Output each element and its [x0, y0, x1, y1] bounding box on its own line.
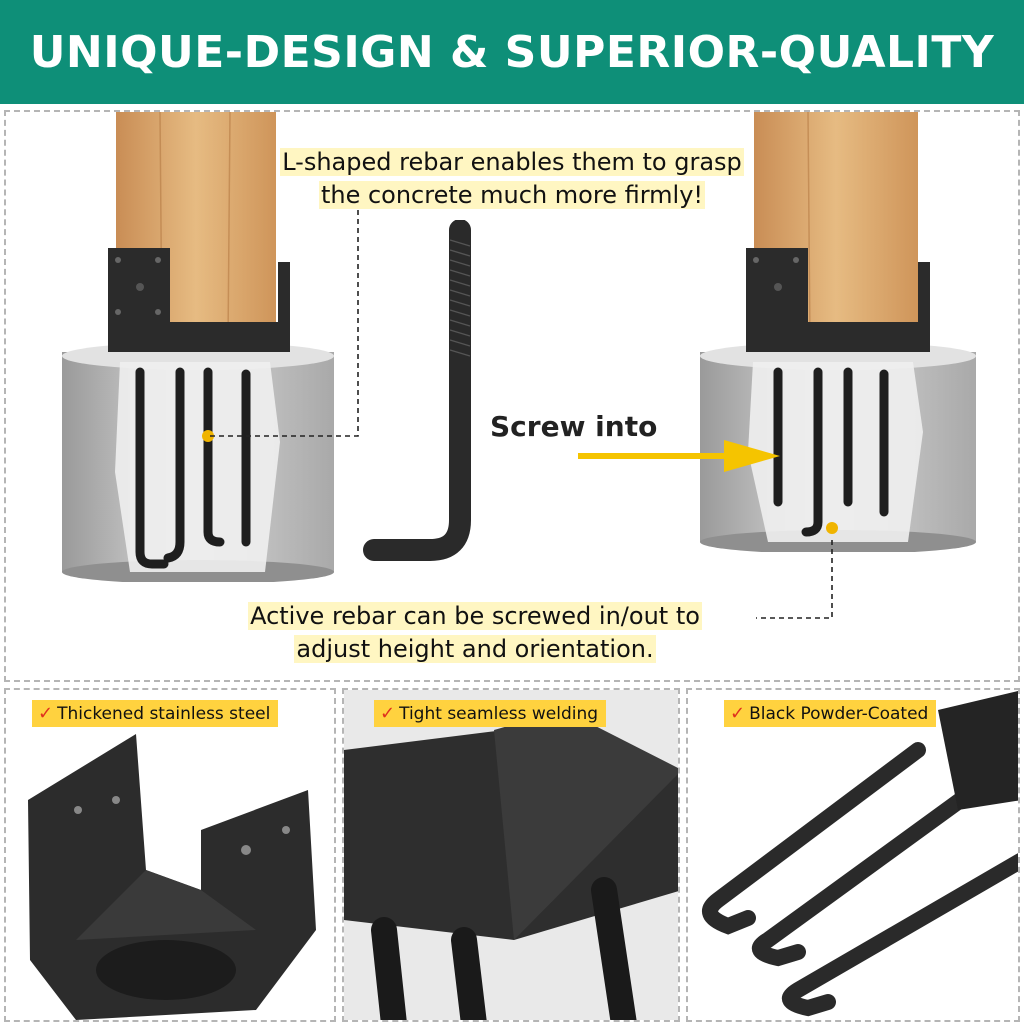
feature-tag-welding: ✓ Tight seamless welding — [374, 700, 607, 727]
welding-closeup — [344, 690, 678, 1020]
screw-arrow — [578, 440, 780, 472]
feature-panel-steel: ✓ Thickened stainless steel — [4, 688, 336, 1022]
coated-rebar-closeup — [702, 690, 1018, 1017]
active-callout-line2: adjust height and orientation. — [294, 635, 656, 663]
active-rebar-callout: Active rebar can be screwed in/out to ad… — [180, 600, 770, 666]
rebar-callout-line2: the concrete much more firmly! — [318, 181, 706, 209]
left-leader-line — [210, 204, 359, 437]
left-post-illustration — [62, 112, 334, 582]
active-callout-line1: Active rebar can be screwed in/out to — [248, 602, 702, 630]
top-diagram-frame — [4, 110, 1020, 682]
banner-title: UNIQUE-DESIGN & SUPERIOR-QUALITY — [29, 26, 995, 78]
rebar-callout-line1: L-shaped rebar enables them to grasp — [280, 148, 744, 176]
checkmark-icon: ✓ — [380, 703, 396, 724]
screw-into-label: Screw into — [490, 410, 658, 443]
header-banner: UNIQUE-DESIGN & SUPERIOR-QUALITY — [0, 0, 1024, 104]
feature-label-welding: Tight seamless welding — [399, 703, 599, 724]
feature-tag-coating: ✓ Black Powder-Coated — [724, 700, 937, 727]
feature-label-steel: Thickened stainless steel — [57, 703, 271, 724]
feature-tag-steel: ✓ Thickened stainless steel — [32, 700, 279, 727]
feature-panel-coating: ✓ Black Powder-Coated — [686, 688, 1020, 1022]
rebar-callout: L-shaped rebar enables them to grasp the… — [212, 146, 812, 212]
checkmark-icon: ✓ — [38, 703, 54, 724]
right-leader-line — [756, 540, 833, 619]
feature-panel-welding: ✓ Tight seamless welding — [342, 688, 680, 1022]
checkmark-icon: ✓ — [730, 703, 746, 724]
bracket-closeup — [28, 734, 316, 1020]
feature-label-coating: Black Powder-Coated — [749, 703, 929, 724]
steel-bracket — [108, 248, 290, 352]
l-shaped-rebar — [363, 220, 471, 561]
